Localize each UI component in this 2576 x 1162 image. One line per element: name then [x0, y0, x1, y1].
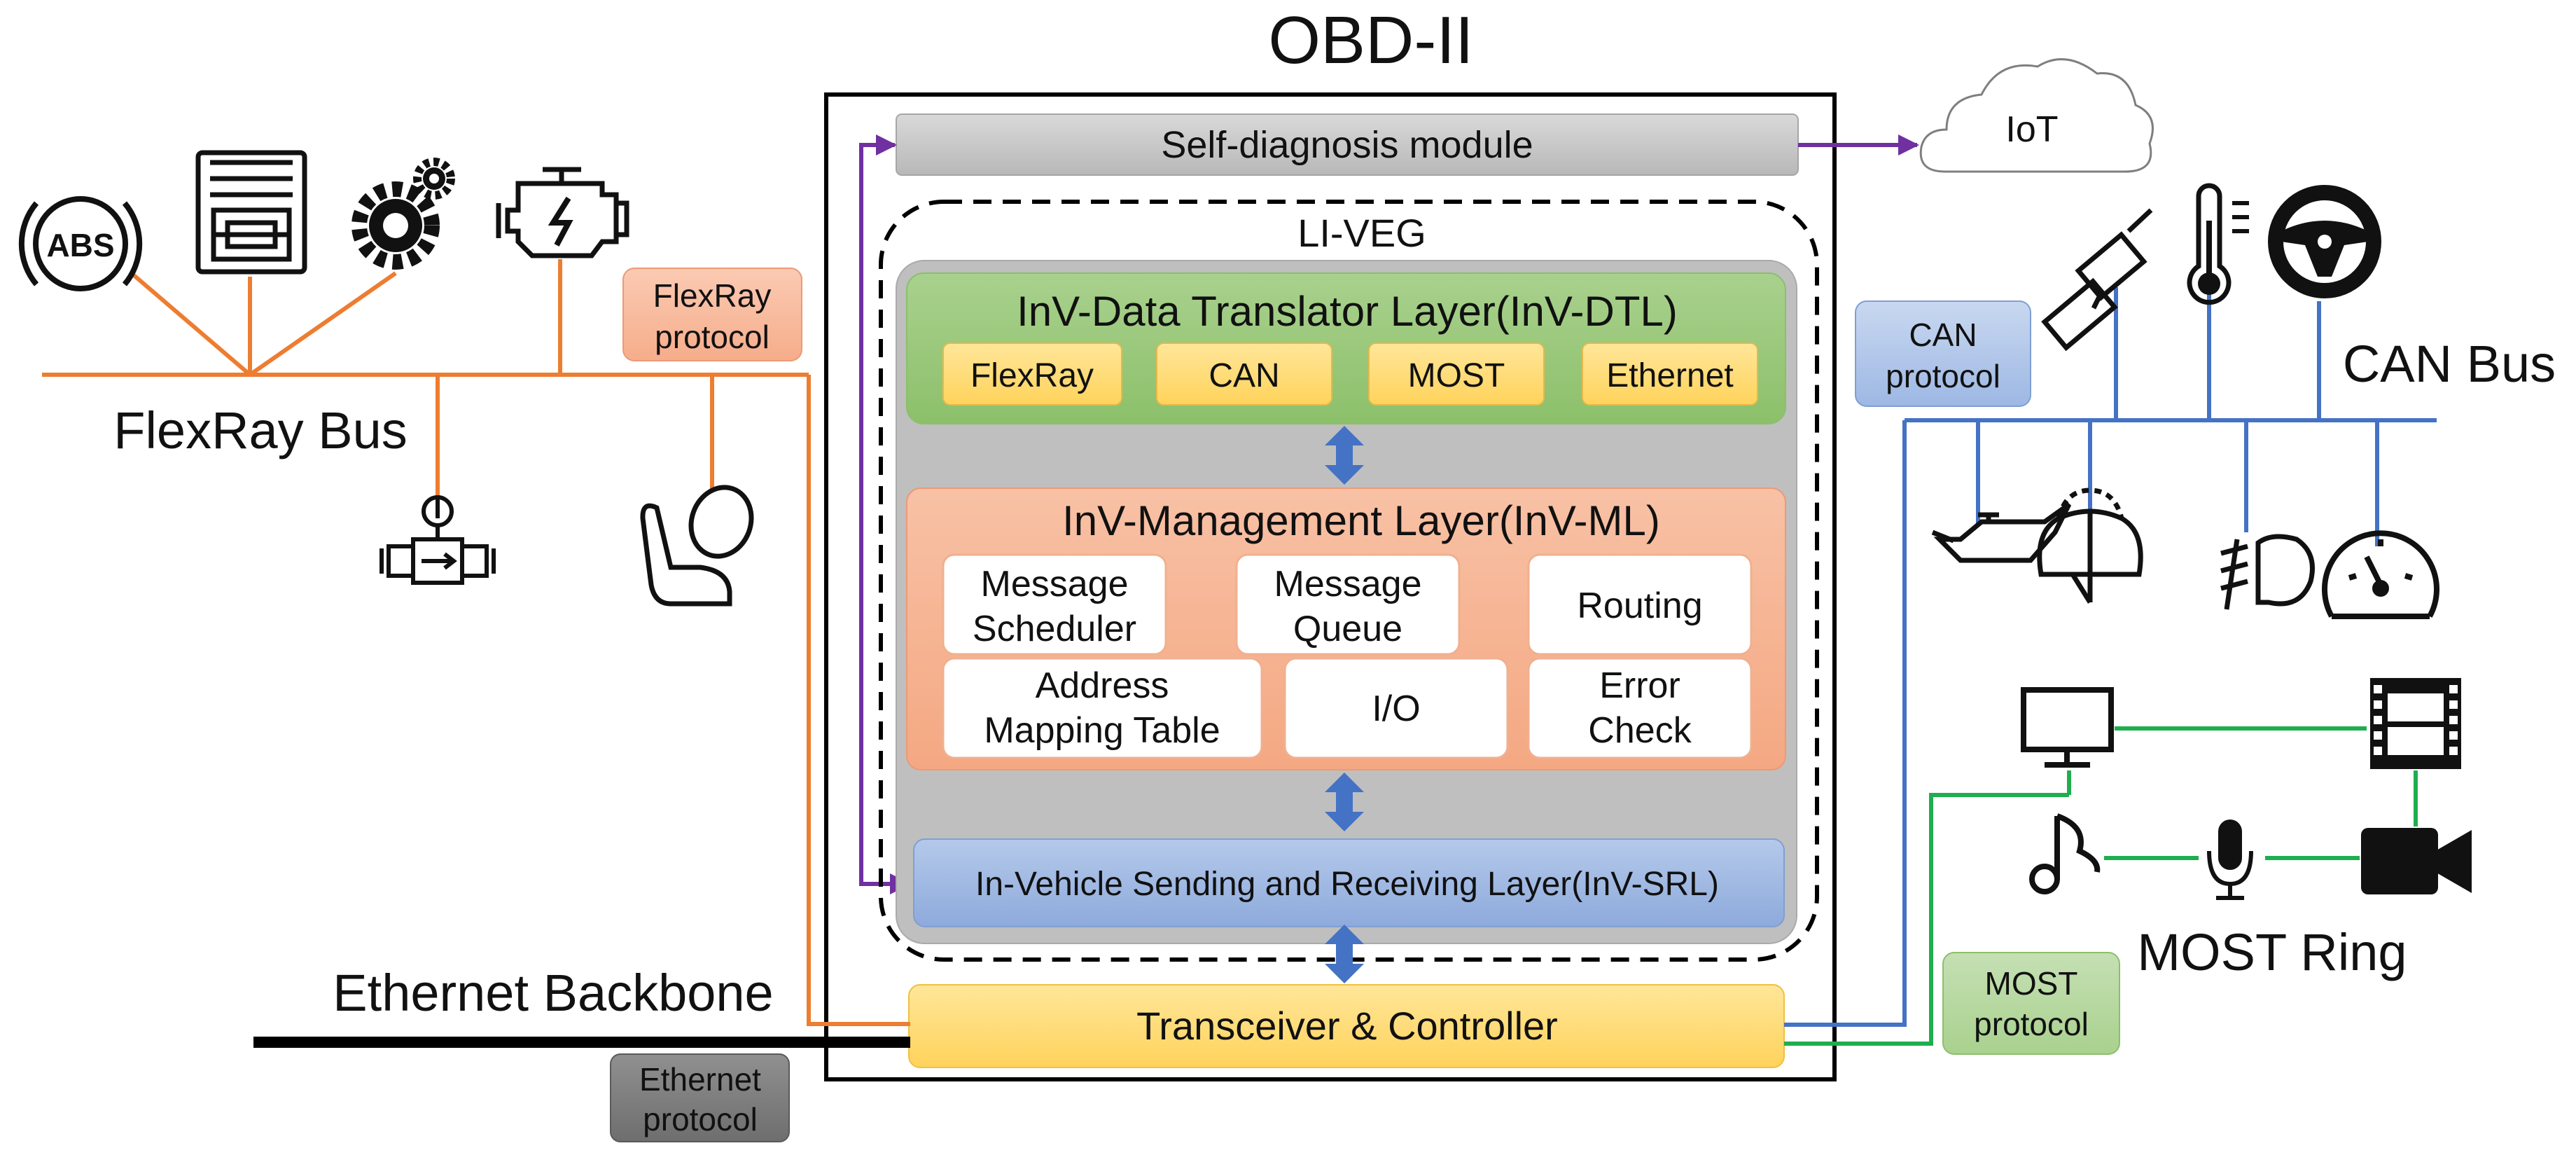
dtl-item-label: Ethernet [1606, 357, 1733, 394]
ethernet-backbone-label: Ethernet Backbone [333, 964, 773, 1022]
transceiver-label: Transceiver & Controller [1136, 1004, 1558, 1048]
ml-box-line1: Routing [1577, 586, 1702, 626]
ml-box-message-queue: Message Queue [1235, 553, 1461, 656]
ml-box-message-scheduler: Message Scheduler [942, 553, 1167, 656]
speedometer-icon [2322, 530, 2439, 619]
monitor-icon [2021, 687, 2114, 768]
most-protocol-line2: protocol [1974, 1006, 2089, 1042]
can-protocol-line2: protocol [1886, 358, 2000, 394]
ethernet-protocol-badge: Ethernet protocol [610, 1053, 790, 1142]
ml-layer: InV-Management Layer(InV-ML) Message Sch… [906, 487, 1786, 770]
dtl-item-flexray: FlexRay [942, 343, 1122, 406]
ml-box-line2: Check [1588, 710, 1692, 751]
obd-title: OBD-II [1268, 3, 1473, 78]
li-veg-label: LI-VEG [1297, 211, 1426, 255]
ml-box-line1: Message [1274, 564, 1422, 604]
ml-box-address-mapping-table: Address Mapping Table [942, 657, 1263, 759]
dtl-item-label: CAN [1209, 357, 1279, 394]
steering-wheel-icon [2268, 185, 2381, 298]
abs-text: ABS [46, 227, 114, 263]
film-icon [2370, 678, 2461, 769]
srl-layer: In-Vehicle Sending and Receiving Layer(I… [913, 838, 1785, 927]
dtl-item-most: MOST [1368, 343, 1545, 406]
seat-icon [640, 485, 754, 607]
can-bus-label: CAN Bus [2343, 335, 2556, 393]
ml-box-line1: Address [1036, 665, 1169, 706]
video-camera-icon [2361, 828, 2472, 894]
gears-icon [351, 158, 455, 270]
dtl-item-label: MOST [1408, 357, 1505, 394]
ml-box-line1: Error [1599, 665, 1680, 706]
iot-label: IoT [2005, 109, 2058, 150]
flexray-protocol-line2: protocol [655, 319, 770, 355]
flow-meter-icon [380, 495, 496, 585]
ml-box-routing: Routing [1527, 553, 1753, 656]
obd-box [824, 92, 1837, 1081]
dtl-item-can: CAN [1156, 343, 1332, 406]
dtl-item-ethernet: Ethernet [1582, 343, 1758, 406]
microphone-icon [2207, 819, 2253, 900]
wiper-icon [2037, 487, 2143, 604]
transceiver-controller: Transceiver & Controller [908, 984, 1785, 1068]
iot-cloud: IoT [1919, 58, 2154, 173]
oil-can-icon [1931, 502, 2072, 563]
ethernet-protocol-line2: protocol [643, 1101, 758, 1137]
engine-icon [496, 167, 629, 258]
ml-box-line2: Mapping Table [984, 710, 1220, 751]
most-protocol-badge: MOST protocol [1942, 952, 2120, 1055]
ml-box-error-check: Error Check [1527, 657, 1753, 759]
abs-icon: ABS [18, 196, 143, 291]
fog-light-icon [2220, 534, 2315, 610]
srl-label: In-Vehicle Sending and Receiving Layer(I… [975, 866, 1719, 903]
flexray-network [42, 259, 910, 1026]
dtl-item-label: FlexRay [970, 357, 1094, 394]
ml-box-line2: Queue [1293, 609, 1402, 649]
flexray-protocol-badge: FlexRay protocol [622, 268, 802, 361]
seatbelt-icon [2041, 208, 2153, 352]
thermometer-icon [2187, 183, 2249, 305]
dtl-title: InV-Data Translator Layer(InV-DTL) [1017, 288, 1678, 335]
ml-title: InV-Management Layer(InV-ML) [1062, 497, 1660, 544]
control-unit-icon [195, 150, 307, 275]
ml-box-line2: Scheduler [973, 609, 1136, 649]
ml-box-line1: I/O [1372, 689, 1420, 729]
can-network [1784, 287, 2437, 1027]
can-protocol-line1: CAN [1909, 317, 1977, 353]
music-note-icon [2029, 813, 2101, 894]
most-ring-label: MOST Ring [2137, 923, 2407, 981]
most-network [1784, 726, 2418, 1046]
dtl-layer: InV-Data Translator Layer(InV-DTL) FlexR… [906, 272, 1786, 424]
flexray-protocol-line1: FlexRay [653, 277, 772, 314]
flexray-bus-label: FlexRay Bus [113, 401, 407, 459]
ml-box-io: I/O [1283, 657, 1509, 759]
self-diagnosis-module: Self-diagnosis module [896, 113, 1799, 176]
most-protocol-line1: MOST [1985, 965, 2078, 1002]
ethernet-protocol-line1: Ethernet [639, 1061, 761, 1098]
ml-box-line1: Message [981, 564, 1129, 604]
can-protocol-badge: CAN protocol [1855, 300, 2031, 407]
self-diagnosis-label: Self-diagnosis module [1161, 124, 1533, 166]
